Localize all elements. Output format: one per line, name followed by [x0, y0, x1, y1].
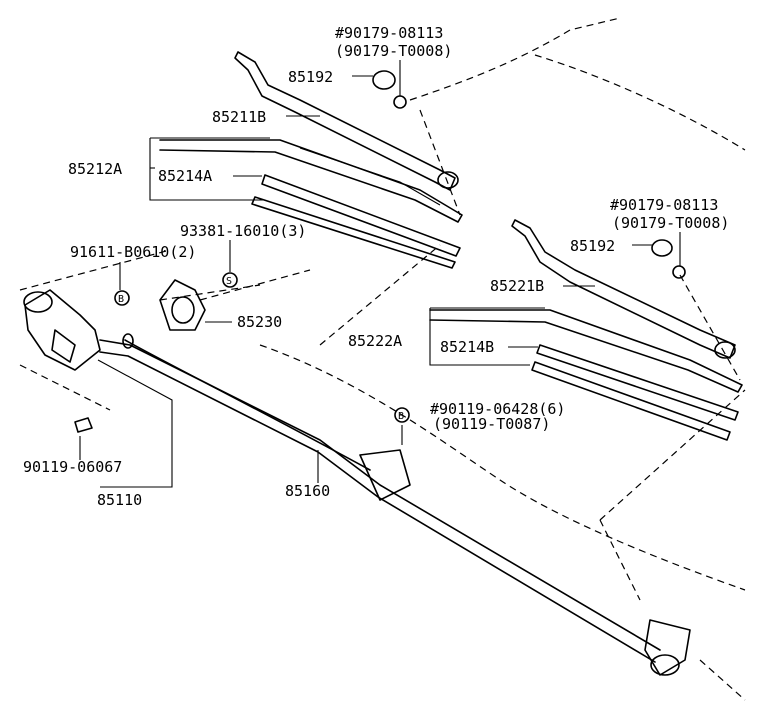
bolt-b-symbol: B: [118, 294, 124, 305]
cap-b-icon: [651, 239, 673, 257]
motor-screw-icon: [74, 417, 93, 433]
wiper-rubber-a: [251, 174, 461, 269]
bolt-lower-label-2: (90119-T0087): [433, 415, 550, 433]
wiper-arm-b: [511, 219, 736, 359]
cap-a-icon: [372, 70, 396, 90]
nut-b-label-2: (90179-T0008): [612, 214, 729, 232]
wiper-blade-b: [429, 309, 743, 393]
link-label: 85160: [285, 482, 330, 500]
gasket-label: 85230: [237, 313, 282, 331]
arm-b-label: 85221B: [490, 277, 544, 295]
motor-label: 85110: [97, 491, 142, 509]
blade-b-label: 85222A: [348, 332, 402, 350]
bolt-b-label: 91611-B0610(2): [70, 243, 196, 261]
nut-b-icon: [672, 265, 686, 279]
screw-s-symbol: S: [226, 276, 232, 287]
nut-a-label-2: (90179-T0008): [335, 42, 452, 60]
wiper-blade-a: [159, 139, 463, 223]
blade-a-label: 85212A: [68, 160, 122, 178]
motor-gasket: [159, 279, 206, 331]
cap-a-label: 85192: [288, 68, 333, 86]
motor-screw-label: 90119-06067: [23, 458, 122, 476]
arm-a-label: 85211B: [212, 108, 266, 126]
nut-a-icon: [393, 95, 407, 109]
windshield-outline: [19, 17, 746, 701]
bolt-lower-symbol: B: [398, 411, 404, 422]
wiper-rubber-b: [531, 344, 739, 441]
leader-lines: [79, 60, 681, 488]
bolt-lower-label-1: #90119-06428(6): [430, 400, 565, 418]
screw-s-icon: [222, 272, 238, 288]
rubber-a-label: 85214A: [158, 167, 212, 185]
bolt-b-icon: [114, 290, 130, 306]
bolt-lower-icon: [394, 407, 410, 423]
nut-b-label-1: #90179-08113: [610, 196, 718, 214]
wiper-motor: [23, 289, 101, 371]
wiper-arm-a: [234, 51, 459, 191]
rubber-b-label: 85214B: [440, 338, 494, 356]
screw-s-label: 93381-16010(3): [180, 222, 306, 240]
cap-b-label: 85192: [570, 237, 615, 255]
nut-a-label-1: #90179-08113: [335, 24, 443, 42]
